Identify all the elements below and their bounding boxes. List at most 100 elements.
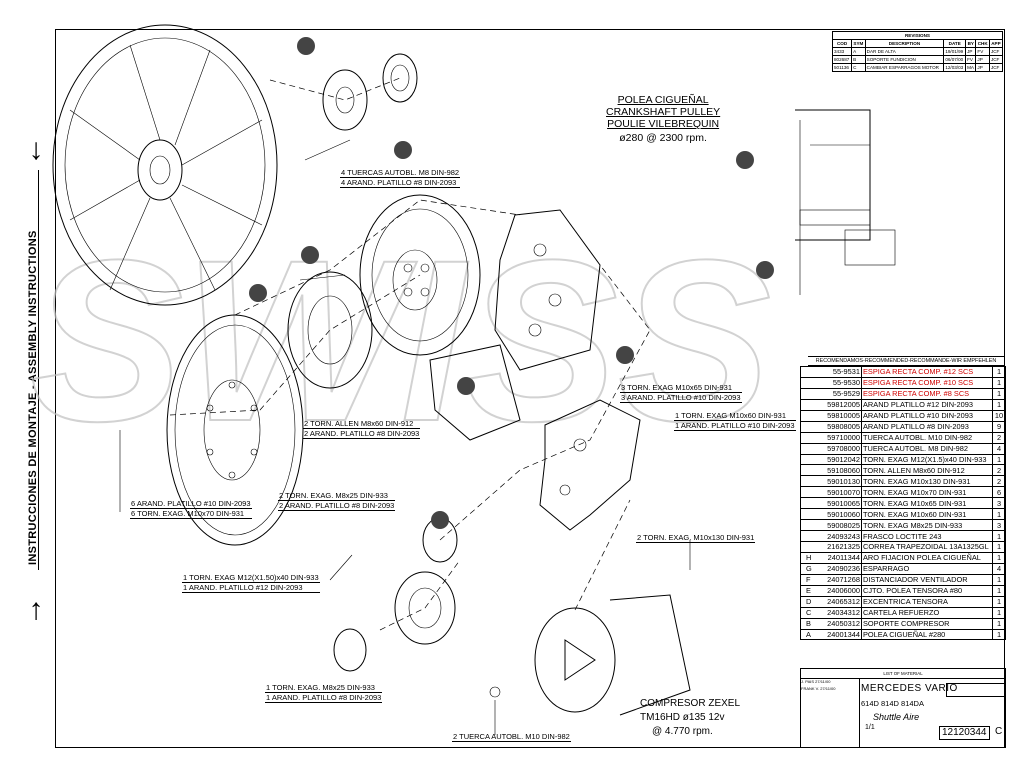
approval-block: J. PAIS 27/11/00 FRANK V. 27/11/00 [801,678,860,748]
bom-description: TORN. EXAG M12(X1.5)x40 DIN-933 [861,453,993,466]
balloon-marker [249,284,267,302]
bom-description: TORN. EXAG M10x130 DIN-931 [861,475,993,488]
bom-code: 55-9531 [800,366,862,378]
crankshaft-pulley-illustration [166,314,304,546]
bom-description: EXCENTRICA TENSORA [861,595,993,608]
bom-quantity: 1 [992,541,1006,553]
bom-description: ARAND PLATILLO #10 DIN-2093 [861,409,993,422]
bom-quantity: 1 [992,595,1006,608]
bom-description: CJTO. POLEA TENSORA #80 [861,584,993,597]
bom-description: ESPIGA RECTA COMP. #8 SCS [861,387,993,400]
damper-illustration [359,194,481,356]
bom-description: TORN. EXAG M10x70 DIN-931 [861,486,993,499]
bom-quantity: 10 [992,409,1006,422]
bom-code: 59808005 [800,420,862,433]
bom-description: ESPIGA RECTA COMP. #12 SCS [861,366,993,378]
bom-description: FRASCO LOCTITE 243 [861,530,993,542]
fan-illustration [52,24,278,306]
bom-description: ARO FIJACION POLEA CIGUEÑAL [861,551,993,564]
bom-quantity: 1 [992,551,1006,564]
bom-quantity: 9 [992,420,1006,433]
bom-code: 59010070 [800,486,862,499]
bom-code: 24093243 [800,530,862,542]
balloon-marker [457,377,475,395]
model-name: MERCEDES VARIO [861,683,958,694]
company-logo [946,683,1006,697]
balloon-marker [394,141,412,159]
bom-quantity: 1 [992,508,1006,521]
down-arrow-icon: ↓ [28,133,44,166]
balloon-marker [756,261,774,279]
kit-name: Shuttle Aire [873,712,920,722]
bom-code: 59010065 [800,497,862,510]
bom-description: TORN. EXAG M10x65 DIN-931 [861,497,993,510]
up-arrow-icon: ↑ [28,593,44,626]
bom-description: CORREA TRAPEZOIDAL 13A1325GL [861,541,993,553]
bom-quantity: 2 [992,475,1006,488]
bom-description: TUERCA AUTOBL. M10 DIN-982 [861,431,993,444]
revision-letter: C [995,726,1003,737]
bom-quantity: 6 [992,486,1006,499]
bom-quantity: 1 [992,606,1006,619]
compressor-label: COMPRESOR ZEXEL TM16HD ø135 12v @ 4.770 … [640,698,741,737]
bom-code: 59010060 [800,508,862,521]
bom-description: CARTELA REFUERZO [861,606,993,619]
bom-quantity: 4 [992,562,1006,575]
title-block: LIST OF MATERIAL J. PAIS 27/11/00 FRANK … [800,668,1006,748]
bom-quantity: 2 [992,431,1006,444]
bom-quantity: 3 [992,519,1006,532]
bom-quantity: 1 [992,376,1006,389]
bom-header: RECOMENDAMOS-RECOMMENDED-RECOMMANDE-WIR … [808,356,1004,366]
bom-description: ARAND PLATILLO #8 DIN-2093 [861,420,993,433]
section-view-illustration [795,109,896,295]
bom-description: SOPORTE COMPRESOR [861,617,993,630]
bom-code: 59812005 [800,398,862,411]
callout-nuts-m10: 2 TUERCA AUTOBL. M10 DIN-982 [452,732,571,742]
compressor-support-illustration [539,399,641,531]
engine-bracket-illustration [429,209,601,441]
bom-quantity: 1 [992,453,1006,466]
side-divider [38,170,39,570]
bom-quantity: 1 [992,573,1006,586]
bom-code: 59108060 [800,464,862,477]
bom-code: 55-9529 [800,387,862,400]
bom-code: 59810005 [800,409,862,422]
bom-quantity: 1 [992,366,1006,378]
bom-description: TORN. EXAG M10x60 DIN-931 [861,508,993,521]
balloon-marker [431,511,449,529]
bom-description: ESPARRAGO [861,562,993,575]
tensioner-pulley-illustration [333,517,458,672]
model-variants: 614D 814D 814DA [861,699,924,708]
